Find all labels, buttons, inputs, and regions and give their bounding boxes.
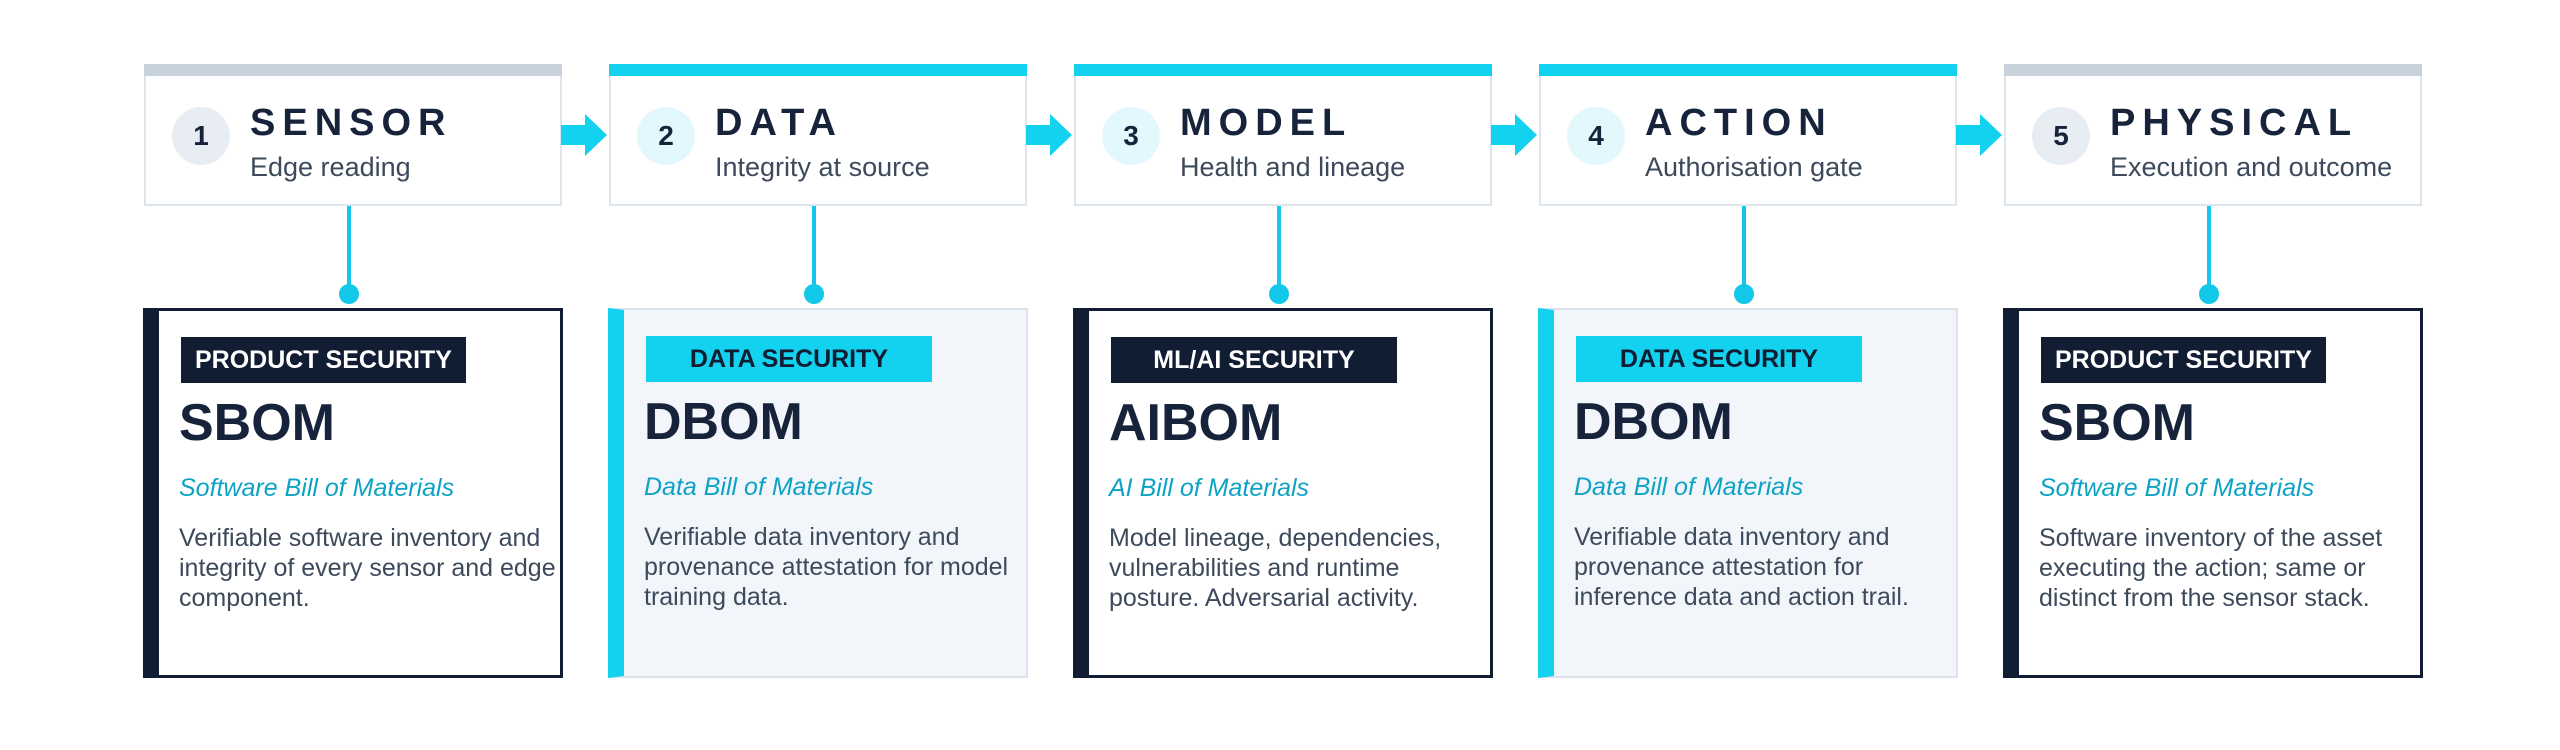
step-number-badge: 2 [637, 107, 695, 165]
bom-fullname: Software Bill of Materials [2039, 474, 2315, 502]
connector-line [1742, 206, 1746, 296]
security-category-tag: DATA SECURITY [646, 336, 932, 382]
bom-description: Software inventory of the asset executin… [2039, 524, 2383, 612]
step-accent-bar [609, 64, 1027, 76]
connector-dot [1734, 284, 1754, 304]
step-title: MODEL [1180, 102, 1353, 144]
connector-dot [339, 284, 359, 304]
connector-line [1277, 206, 1281, 296]
security-category-tag: PRODUCT SECURITY [2041, 337, 2326, 383]
bom-description: Verifiable data inventory and provenance… [644, 523, 1009, 611]
step-subtitle: Integrity at source [715, 152, 930, 182]
bom-card-aibom: ML/AI SECURITY AIBOM AI Bill of Material… [1073, 308, 1493, 678]
bom-description: Verifiable data inventory and provenance… [1574, 523, 1909, 611]
bom-fullname: Data Bill of Materials [644, 473, 874, 501]
connector-dot [804, 284, 824, 304]
bom-card-dbom: DATA SECURITY DBOM Data Bill of Material… [608, 308, 1028, 678]
connector-dot [2199, 284, 2219, 304]
step-accent-bar [1539, 64, 1957, 76]
step-action: 4 ACTION Authorisation gate [1539, 64, 1957, 206]
step-subtitle: Health and lineage [1180, 152, 1406, 182]
bom-fullname: Data Bill of Materials [1574, 473, 1804, 501]
bom-acronym: DBOM [1574, 393, 1733, 451]
security-category-tag: ML/AI SECURITY [1111, 337, 1397, 383]
bom-acronym: SBOM [179, 394, 335, 452]
step-model: 3 MODEL Health and lineage [1074, 64, 1492, 206]
step-title: ACTION [1645, 102, 1833, 144]
connector-line [812, 206, 816, 296]
step-subtitle: Authorisation gate [1645, 152, 1863, 182]
bom-fullname: AI Bill of Materials [1109, 474, 1310, 502]
step-number-badge: 1 [172, 107, 230, 165]
bom-acronym: SBOM [2039, 394, 2195, 452]
security-category-tag: PRODUCT SECURITY [181, 337, 466, 383]
step-accent-bar [2004, 64, 2422, 76]
bom-card-sbom: PRODUCT SECURITY SBOM Software Bill of M… [143, 308, 563, 678]
step-physical: 5 PHYSICAL Execution and outcome [2004, 64, 2422, 206]
step-subtitle: Edge reading [250, 152, 411, 182]
bom-description: Verifiable software inventory and integr… [179, 524, 556, 612]
arrow-right-icon [1491, 114, 1537, 156]
step-title: PHYSICAL [2110, 102, 2359, 144]
step-title: DATA [715, 102, 843, 144]
connector-dot [1269, 284, 1289, 304]
bom-acronym: AIBOM [1109, 394, 1283, 452]
security-category-tag: DATA SECURITY [1576, 336, 1862, 382]
step-sensor: 1 SENSOR Edge reading [144, 64, 562, 206]
step-title: SENSOR [250, 102, 453, 144]
step-number-badge: 3 [1102, 107, 1160, 165]
arrow-right-icon [1956, 114, 2002, 156]
bom-card-sbom: PRODUCT SECURITY SBOM Software Bill of M… [2003, 308, 2423, 678]
step-subtitle: Execution and outcome [2110, 152, 2393, 182]
step-number-badge: 4 [1567, 107, 1625, 165]
arrow-right-icon [561, 114, 607, 156]
connector-line [347, 206, 351, 296]
step-number-badge: 5 [2032, 107, 2090, 165]
bom-card-dbom: DATA SECURITY DBOM Data Bill of Material… [1538, 308, 1958, 678]
bom-fullname: Software Bill of Materials [179, 474, 455, 502]
connector-line [2207, 206, 2211, 296]
arrow-right-icon [1026, 114, 1072, 156]
step-accent-bar [144, 64, 562, 76]
step-data: 2 DATA Integrity at source [609, 64, 1027, 206]
bom-description: Model lineage, dependencies, vulnerabili… [1109, 524, 1442, 612]
step-accent-bar [1074, 64, 1492, 76]
bom-acronym: DBOM [644, 393, 803, 451]
